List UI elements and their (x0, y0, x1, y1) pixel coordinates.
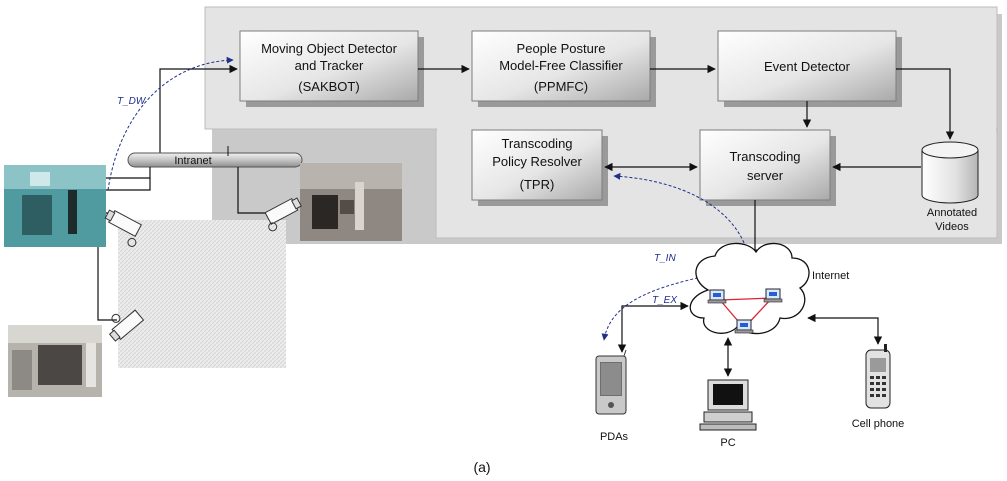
camera-feed-room-1 (4, 165, 106, 247)
pc-icon (699, 379, 757, 431)
sakbot-line2: and Tracker (295, 58, 364, 73)
camera-feed-room-2 (300, 163, 402, 241)
internet-cloud-icon (689, 242, 810, 335)
figure-caption: (a) (473, 459, 490, 475)
tpr-line2: Policy Resolver (492, 154, 582, 169)
t-ex-label: T_EX (652, 295, 677, 306)
link-pipe-to-sakbot (159, 64, 238, 160)
t-dw-label: T_DW (117, 96, 147, 107)
transcoding-server-line1: Transcoding (729, 149, 800, 164)
pda-icon (595, 349, 627, 415)
internet-label: Internet (812, 270, 849, 282)
arrow-event-to-videos (896, 68, 955, 140)
intranet-label: Intranet (174, 155, 211, 167)
tpr-module: Transcoding Policy Resolver (TPR) (471, 129, 608, 206)
event-detector-module: Event Detector (717, 30, 902, 107)
link-internet-to-phone (807, 313, 883, 345)
ppmfc-line3: (PPMFC) (534, 79, 588, 94)
link-camera2 (237, 167, 268, 214)
ppmfc-module: People Posture Model-Free Classifier (PP… (471, 30, 656, 107)
cell-phone-icon (865, 344, 891, 409)
camera-1-icon (104, 209, 142, 247)
event-detector-label: Event Detector (764, 59, 851, 74)
sakbot-line3: (SAKBOT) (298, 79, 359, 94)
transcoding-server-module: Transcoding server (699, 129, 836, 206)
camera-feed-room-3 (8, 325, 102, 397)
monitored-area (118, 220, 286, 368)
annotated-videos-line2: Videos (935, 221, 969, 233)
link-internet-to-pda (617, 301, 689, 353)
tpr-line3: (TPR) (520, 177, 555, 192)
transcoding-server-line2: server (747, 168, 784, 183)
ppmfc-line1: People Posture (517, 41, 606, 56)
pdas-label: PDAs (600, 431, 629, 443)
sakbot-line1: Moving Object Detector (261, 41, 398, 56)
sakbot-module: Moving Object Detector and Tracker (SAKB… (239, 30, 424, 107)
annotated-videos-line1: Annotated (927, 207, 977, 219)
tpr-line1: Transcoding (501, 136, 572, 151)
cell-phone-label: Cell phone (852, 418, 905, 430)
t-dw-curve (107, 56, 234, 191)
intranet-pipe (127, 152, 303, 168)
annotated-videos-database-icon (921, 141, 979, 204)
camera-3-icon (108, 309, 145, 342)
t-in-label: T_IN (654, 253, 676, 264)
pc-label: PC (720, 437, 735, 449)
camera-2-icon (264, 197, 302, 232)
ppmfc-line2: Model-Free Classifier (499, 58, 623, 73)
